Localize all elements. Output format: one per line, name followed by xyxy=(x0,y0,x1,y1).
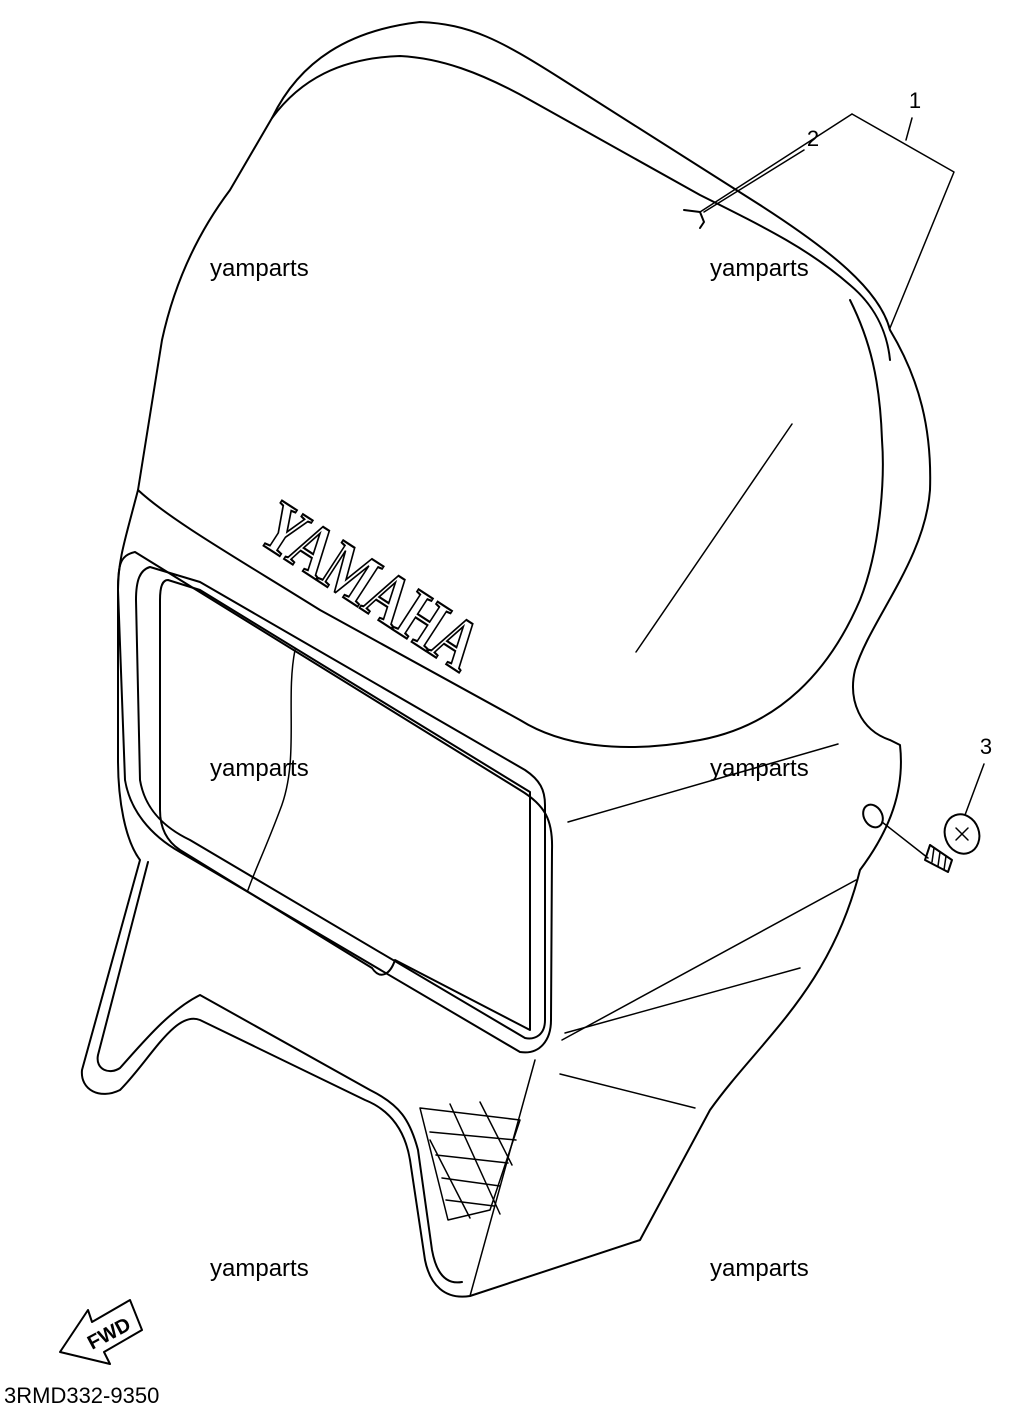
number-plate-face xyxy=(137,299,884,748)
watermark-text: yamparts xyxy=(210,255,309,282)
watermark-text: yamparts xyxy=(210,1255,309,1282)
watermark-text: yamparts xyxy=(710,255,809,282)
vent-hatch xyxy=(419,1101,521,1221)
headlight-opening xyxy=(117,551,554,1054)
grommet-part-2 xyxy=(683,209,705,229)
yamaha-logo: YAMAHA xyxy=(245,485,495,687)
cowling-outline xyxy=(80,21,932,1298)
callout-2: 2 xyxy=(807,126,819,151)
watermark-text: yamparts xyxy=(710,1255,809,1282)
bolt-part-3 xyxy=(862,803,981,873)
callout-3: 3 xyxy=(980,734,992,759)
yamaha-brand-text: YAMAHA xyxy=(246,486,495,687)
watermark-text: yamparts xyxy=(210,755,309,782)
watermark-text: yamparts xyxy=(710,755,809,782)
lower-skirt xyxy=(96,743,857,1297)
part-code: 3RMD332-9350 xyxy=(4,1383,160,1408)
callout-1: 1 xyxy=(909,88,921,113)
leader-lines xyxy=(699,113,985,816)
forward-arrow-icon: FWD xyxy=(59,1299,143,1365)
